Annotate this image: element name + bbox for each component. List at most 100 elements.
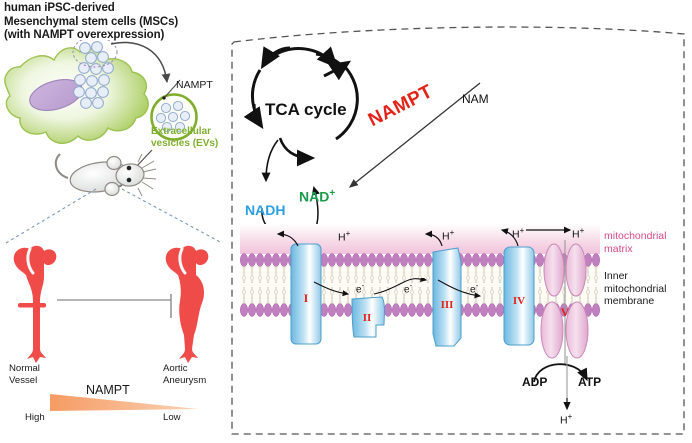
nad-superscript: + — [329, 188, 336, 199]
atp-synthase-base-left — [540, 301, 564, 359]
inhibition-connector — [57, 294, 172, 318]
right-panel-border — [231, 26, 685, 435]
vesicle-budding-outline — [72, 40, 118, 68]
proton-label-2: H+ — [442, 228, 454, 243]
nad-text: NAD — [299, 188, 330, 205]
mouse-eye-lower — [126, 177, 132, 183]
bottom-proton-sup: + — [567, 412, 573, 421]
proton-pumping-arrows — [276, 226, 572, 247]
proton-text-1: H — [338, 231, 346, 244]
electron-text-3: e — [470, 284, 476, 296]
tca-cycle-diagram — [243, 46, 359, 226]
normal-vessel-line-1: Normal — [9, 363, 40, 374]
msc-cell-illustration — [4, 40, 149, 144]
complex-iv: IV — [503, 246, 535, 346]
membrane-line-3: membrane — [604, 295, 655, 307]
ev-inner-vesicles — [155, 100, 191, 133]
adp-label: ADP — [522, 375, 548, 389]
aneurysm-line-2: Aneurysm — [163, 374, 207, 386]
normal-vessel — [13, 245, 57, 363]
nampt-gradient-triangle — [50, 394, 198, 411]
nampt-ev-pointer-line — [162, 79, 181, 100]
mouse-tail — [54, 153, 69, 179]
proton-sup-4: + — [579, 226, 585, 235]
nadh-label: NADH — [245, 202, 286, 218]
nampt-conversion-arrow — [348, 82, 481, 188]
vessel-comparison-illustration — [13, 245, 209, 363]
intracellular-vesicles — [73, 41, 114, 109]
nad-plus-label: NAD+ — [299, 188, 335, 205]
mouse-ear-back — [104, 181, 120, 197]
figure-title: human iPSC-derived Mesenchymal stem cell… — [4, 2, 229, 43]
inner-mitochondrial-membrane — [240, 224, 600, 317]
title-line-3: (with NAMPT overexpression) — [4, 29, 165, 42]
mitochondrial-matrix-label: mitochondrial matrix — [604, 230, 690, 255]
atp-synthase-head-left — [543, 243, 565, 297]
tca-cycle-label: TCA cycle — [265, 100, 347, 119]
mouse-whiskers — [137, 153, 157, 197]
aortic-aneurysm-vessel — [165, 245, 209, 363]
cell-to-ev-arrow — [110, 41, 171, 83]
tca-arrow-nad-entry — [278, 137, 316, 167]
electron-label-1: e- — [356, 281, 364, 295]
electron-text-1: e — [356, 284, 362, 296]
normal-vessel-label: Normal Vessel — [9, 363, 69, 386]
proton-sup-3: + — [519, 226, 525, 235]
electron-transport-path — [313, 278, 482, 299]
bottom-proton-text: H — [560, 414, 568, 427]
aneurysm-vessel-label: Aortic Aneurysm — [163, 363, 233, 386]
svg-text:IV: IV — [513, 295, 525, 307]
atp-synthase-head-right — [565, 243, 587, 297]
electron-label-2: e- — [404, 281, 412, 295]
tca-arrow-to-nadh — [261, 139, 279, 183]
complex-v-atp-synthase: V — [540, 240, 589, 364]
electron-label-3: e- — [470, 281, 478, 295]
nam-label: NAM — [462, 92, 489, 106]
nadh-to-complexI — [261, 207, 268, 226]
title-line-2: Mesenchymal stem cells (MSCs) — [4, 15, 179, 28]
svg-text:III: III — [441, 299, 454, 311]
nampt-gradient-label: NAMPT — [86, 383, 130, 397]
tca-arc-bottom — [272, 46, 339, 69]
nampt-ev-label: NAMPT — [176, 79, 213, 91]
matrix-line-2: matrix — [604, 242, 633, 255]
extracellular-vesicle-illustration — [150, 93, 198, 141]
ev-label-line-2: vesicles (EVs) — [151, 137, 219, 149]
ev-label-line-1: Extracellular — [151, 126, 212, 137]
mouse-eye-upper — [126, 165, 132, 171]
normal-vessel-line-2: Vessel — [9, 374, 38, 386]
tca-arrow-upper-left — [260, 46, 291, 70]
svg-text:II: II — [363, 312, 372, 324]
aneurysm-line-1: Aortic — [163, 363, 188, 374]
membrane-line-1: Inner — [604, 270, 628, 282]
proton-label-1: H+ — [338, 229, 350, 244]
proton-text-2: H — [442, 230, 450, 243]
proton-text-4: H — [572, 228, 580, 241]
title-line-1: human iPSC-derived — [4, 2, 115, 14]
svg-text:V: V — [561, 305, 570, 319]
inner-membrane-label: Inner mitochondrial membrane — [604, 270, 690, 308]
proton-label-4: H+ — [572, 226, 584, 241]
ev-label: Extracellular vesicles (EVs) — [151, 126, 243, 149]
tca-arrow-upper-right — [323, 60, 351, 81]
complex-ii: II — [351, 296, 385, 338]
atp-label: ATP — [578, 375, 602, 389]
electron-text-2: e — [404, 284, 410, 296]
electron-sup-3: - — [475, 281, 479, 290]
proton-label-3: H+ — [512, 226, 524, 241]
electron-sup-1: - — [361, 281, 365, 290]
gradient-low-label: Low — [163, 412, 181, 423]
mouse-to-vessels-connectors — [5, 188, 223, 244]
adp-to-atp-arrow — [533, 356, 588, 411]
tca-arrow-lower-left — [243, 103, 264, 129]
proton-sup-2: + — [449, 228, 455, 237]
membrane-line-2: mitochondrial — [604, 282, 667, 295]
mouse-ear-front — [106, 155, 122, 171]
bottom-proton-label: H+ — [560, 412, 572, 427]
svg-text:I: I — [304, 291, 309, 305]
proton-text-3: H — [512, 228, 520, 241]
electron-sup-2: - — [409, 281, 413, 290]
matrix-line-1: mitochondrial — [604, 230, 667, 242]
complex-i: I — [290, 243, 322, 345]
